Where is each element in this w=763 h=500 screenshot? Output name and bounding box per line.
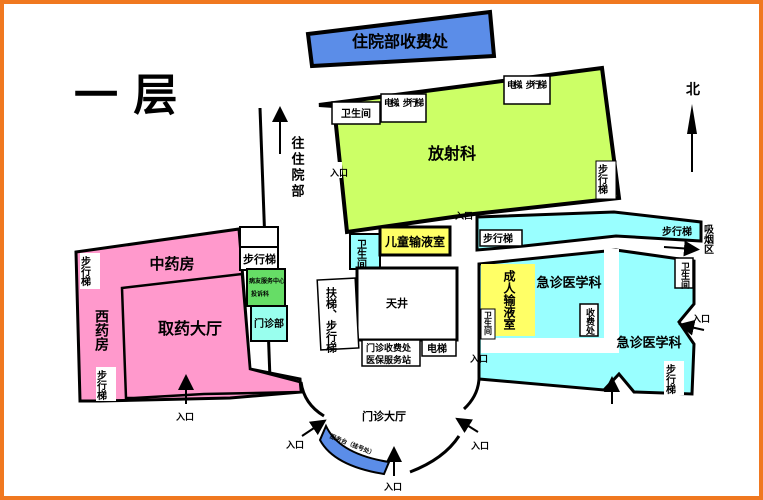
svg-text:投诉科: 投诉科 [251, 290, 269, 298]
floor-plan: 一 层 住院部收费处 北 往住院部 放射科 卫生间 电梯、步行梯 电梯、步行梯 … [74, 9, 714, 493]
to-inpatient-label: 往住院部 [289, 135, 305, 200]
svg-text:病友服务中心: 病友服务中心 [249, 277, 285, 285]
svg-text:急诊医学科: 急诊医学科 [616, 335, 681, 351]
patient-service-center[interactable]: 病友服务中心 投诉科 [246, 268, 286, 307]
entrance-label: 入口 [470, 441, 489, 452]
svg-text:急诊医学科: 急诊医学科 [536, 275, 601, 291]
svg-text:住院部收费处: 住院部收费处 [352, 32, 449, 51]
adult-infusion-room[interactable]: 成人输液室 [481, 264, 535, 336]
entrance-label: 入口 [383, 482, 402, 493]
svg-text:门诊部: 门诊部 [254, 317, 284, 330]
elevator-stairs-label: 电梯、步行梯 [507, 79, 547, 91]
stairs-label: 步行梯 [79, 255, 92, 287]
stairs-label: 步行梯 [243, 252, 276, 266]
elevator-label: 电梯 [427, 342, 447, 355]
svg-text:中药房: 中药房 [149, 255, 194, 273]
escalator-stairs-label: 扶梯、步行梯 [325, 286, 339, 354]
outpatient-cashier-label: 医保服务站 [366, 354, 411, 366]
svg-text:门诊大厅: 门诊大厅 [362, 409, 406, 423]
entrance-label: 入口 [285, 440, 304, 451]
north-arrow: 北 [686, 82, 700, 172]
entrance-label: 入口 [175, 412, 194, 423]
svg-text:儿童输液室: 儿童输液室 [384, 234, 445, 249]
svg-text:北: 北 [686, 82, 700, 98]
entrance-markers [178, 319, 705, 476]
entrance-label: 入口 [469, 354, 488, 365]
entrance-label: 入口 [329, 168, 348, 179]
svg-text:放射科: 放射科 [427, 144, 476, 163]
stairs-label: 步行梯 [664, 363, 677, 395]
stairs-label: 步行梯 [596, 163, 609, 195]
toilet-label: 卫生间 [484, 311, 493, 336]
toilet-label: 卫生间 [679, 262, 690, 290]
floor-title: 一 层 [74, 70, 177, 121]
toilet-label: 卫生间 [355, 239, 367, 270]
stairs-label: 步行梯 [95, 369, 108, 401]
entrance-label: 入口 [691, 314, 710, 325]
smoking-area-label: 吸烟区 [702, 224, 714, 254]
elevator-stairs-label: 电梯、步行梯 [384, 97, 424, 109]
svg-text:步行梯: 步行梯 [662, 225, 692, 238]
svg-text:步行梯: 步行梯 [483, 232, 513, 245]
outpatient-dept[interactable]: 门诊部 [250, 305, 288, 342]
children-infusion-room[interactable]: 儿童输液室 [378, 225, 452, 257]
pharmacy-area[interactable]: 中药房 西药房 取药大厅 [74, 227, 303, 403]
outpatient-cashier-label: 门诊收费处 [366, 342, 412, 354]
emergency-stairs-strip: 步行梯 步行梯 [475, 210, 703, 252]
svg-text:西药房: 西药房 [93, 309, 109, 352]
svg-text:成人输液室: 成人输液室 [502, 269, 516, 331]
outpatient-hall: 门诊大厅 [362, 409, 406, 423]
service-desk[interactable]: 服务台（挂号处） [318, 423, 391, 476]
toilet-label: 卫生间 [341, 107, 371, 120]
entrance-label: 入口 [454, 211, 473, 222]
atrium: 天井 [355, 266, 459, 342]
svg-text:天井: 天井 [386, 296, 408, 310]
svg-text:往住院部: 往住院部 [289, 135, 305, 200]
svg-text:取药大厅: 取药大厅 [158, 319, 222, 338]
radiology-dept[interactable]: 放射科 [318, 65, 622, 235]
inpatient-cashier[interactable]: 住院部收费处 [305, 9, 497, 69]
cashier-label: 收费处 [584, 307, 596, 336]
